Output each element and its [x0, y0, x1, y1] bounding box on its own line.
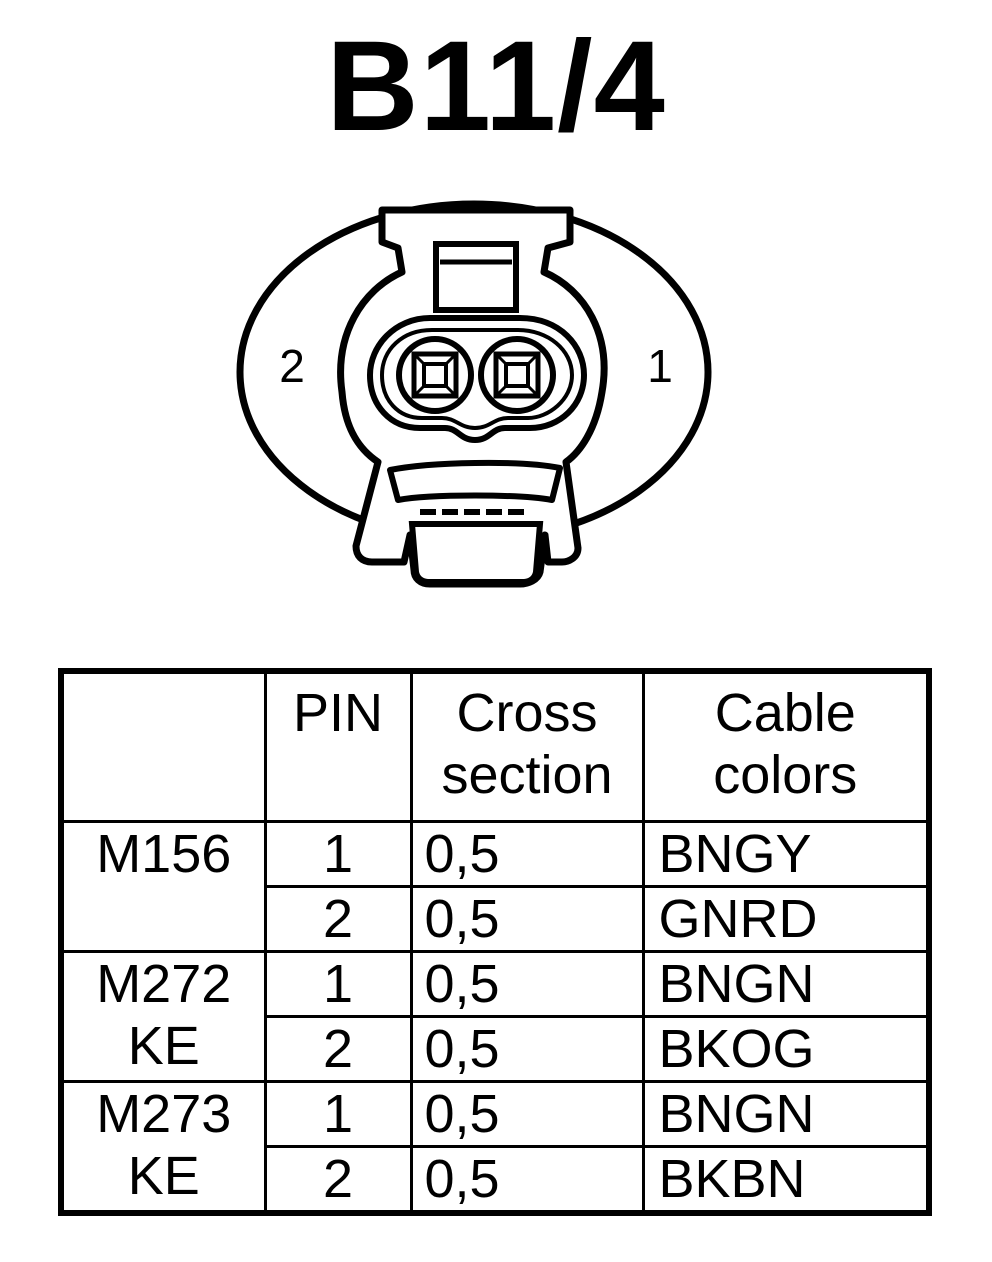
table-header-row: PIN Cross section Cable colors: [59, 669, 931, 823]
table-row: M272 KE 1 0,5 BNGN: [59, 950, 931, 1083]
pin-cell: 2: [263, 885, 413, 953]
cable-color-cell: BNGY: [641, 820, 931, 888]
engine-cell: M272 KE: [59, 950, 267, 1083]
table-row: M273 KE 1 0,5 BNGN: [59, 1080, 931, 1215]
pin-cell: 1: [263, 1080, 413, 1148]
cable-color-cell: BKOG: [641, 1015, 931, 1083]
pin-label-1: 1: [647, 340, 673, 392]
table-row: 2 0,5 GNRD: [61, 885, 931, 953]
header-pin: PIN: [263, 669, 413, 823]
cross-section-cell: 0,5: [409, 820, 645, 888]
latch-window: [433, 241, 519, 313]
header-cable-colors: Cable colors: [641, 669, 931, 823]
pin-cell: 2: [263, 1145, 413, 1215]
cross-section-cell: 0,5: [409, 1015, 645, 1083]
cross-section-cell: 0,5: [409, 1145, 645, 1215]
table-row: 2 0,5 BKBN: [61, 1145, 931, 1215]
pin-cell: 2: [263, 1015, 413, 1083]
pin-1-terminal: [478, 336, 556, 414]
cross-section-cell: 0,5: [409, 950, 645, 1018]
cable-color-cell: BKBN: [641, 1145, 931, 1215]
lower-latch: [387, 459, 563, 503]
header-cross-section: Cross section: [409, 669, 645, 823]
pin-label-2: 2: [279, 340, 305, 392]
table-row: M156 1 0,5 BNGY: [59, 820, 931, 953]
cable-color-cell: BNGN: [641, 1080, 931, 1148]
cross-section-cell: 0,5: [409, 1080, 645, 1148]
pin-cell: 1: [263, 820, 413, 888]
pin-assignment-table: PIN Cross section Cable colors M156 1 0,…: [58, 668, 932, 1216]
cross-section-cell: 0,5: [409, 885, 645, 953]
cable-color-cell: GNRD: [641, 885, 931, 953]
pin-cell: 1: [263, 950, 413, 1018]
table-row: 2 0,5 BKOG: [61, 1015, 931, 1083]
connector-diagram: 2 1: [236, 200, 712, 588]
pin-2-terminal: [396, 336, 474, 414]
header-engine: [59, 669, 267, 823]
engine-cell: M273 KE: [59, 1080, 267, 1215]
engine-cell: M156: [59, 820, 267, 953]
connector-title: B11/4: [326, 15, 666, 158]
cable-color-cell: BNGN: [641, 950, 931, 1018]
